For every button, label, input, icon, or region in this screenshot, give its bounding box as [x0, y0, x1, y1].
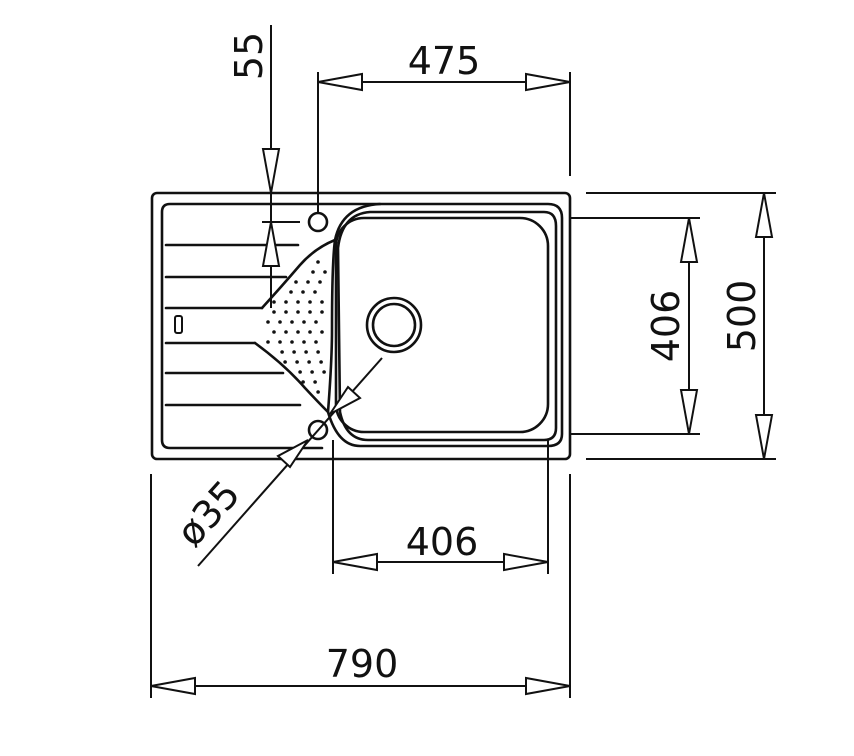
perforation-dot: [292, 350, 296, 354]
perforation-dot: [307, 360, 311, 364]
perforation-dot: [319, 360, 323, 364]
bowl-outer-rim: [326, 202, 564, 448]
perforation-dot: [272, 300, 276, 304]
perforation-dot: [272, 310, 276, 314]
perforation-dot: [301, 380, 305, 384]
bowl-floor: [334, 216, 550, 434]
arrowhead: [754, 414, 774, 460]
perforation-dot: [296, 310, 300, 314]
label-35-diameter: ø35: [168, 472, 249, 555]
perforation-dot: [278, 340, 282, 344]
perforation-dot: [278, 320, 282, 324]
bowl-inner-rim: [336, 210, 558, 442]
perforation-dot: [313, 380, 317, 384]
perforation-dot: [295, 360, 299, 364]
perforation-dot: [298, 370, 302, 374]
perforation-dot: [311, 270, 315, 274]
perforation-dot: [318, 280, 322, 284]
sink-body: [150, 191, 572, 461]
perforation-dot: [320, 300, 324, 304]
perforation-dot: [320, 330, 324, 334]
label-500: 500: [720, 280, 764, 353]
perforation-dot: [296, 300, 300, 304]
arrowhead: [679, 389, 699, 435]
perforation-dot: [290, 340, 294, 344]
strainer-perforations: [266, 260, 327, 394]
label-55: 55: [227, 32, 271, 80]
perforation-dot: [272, 330, 276, 334]
perforation-dot: [294, 280, 298, 284]
perforation-dot: [308, 330, 312, 334]
arrowhead: [525, 72, 571, 92]
drain-outer: [365, 296, 423, 354]
perforation-dot: [302, 340, 306, 344]
tap-hole-top: [307, 211, 329, 233]
perforation-dot: [310, 370, 314, 374]
perforation-dot: [289, 290, 293, 294]
perforation-dot: [284, 310, 288, 314]
perforation-dot: [266, 320, 270, 324]
arrowhead: [261, 148, 281, 194]
strainer-edge-top: [260, 238, 337, 310]
perforation-dot: [266, 340, 270, 344]
perforation-dot: [306, 280, 310, 284]
perforation-dot: [322, 370, 326, 374]
label-475: 475: [408, 39, 481, 83]
drainer-rim: [160, 202, 382, 450]
perforation-dot: [316, 350, 320, 354]
perforation-dot: [314, 340, 318, 344]
arrowhead: [679, 217, 699, 263]
sink-outer-rim: [150, 191, 572, 461]
perforation-dot: [283, 360, 287, 364]
dimension-labels: 475 790 406 500 406 55 ø35: [168, 32, 764, 686]
perforation-dot: [323, 270, 327, 274]
perforation-dot: [302, 320, 306, 324]
perforation-dot: [308, 310, 312, 314]
label-406-horizontal: 406: [406, 520, 479, 564]
perforation-dot: [316, 260, 320, 264]
perforation-dot: [320, 310, 324, 314]
perforation-dot: [308, 300, 312, 304]
perforation-dot: [284, 330, 288, 334]
perforation-dot: [280, 350, 284, 354]
label-790: 790: [326, 642, 399, 686]
arrowheads: [150, 72, 774, 696]
perforation-dot: [313, 290, 317, 294]
arrowhead: [525, 676, 571, 696]
arrowhead: [332, 552, 378, 572]
perforation-dot: [296, 330, 300, 334]
strainer-edge-bottom: [253, 341, 330, 414]
arrowhead: [276, 439, 309, 469]
arrowhead: [317, 72, 363, 92]
perforation-dot: [284, 300, 288, 304]
perforation-dot: [304, 350, 308, 354]
tap-hole-bottom: [307, 419, 329, 441]
drain-inner: [371, 302, 417, 348]
arrowhead: [261, 221, 281, 267]
dimension-lines: [151, 81, 765, 687]
label-406-vertical: 406: [644, 290, 688, 363]
overflow-slot: [174, 315, 183, 334]
arrowhead: [150, 676, 196, 696]
arrowhead: [754, 192, 774, 238]
arrowhead: [329, 385, 362, 415]
perforation-dot: [301, 290, 305, 294]
perforation-dot: [316, 390, 320, 394]
perforation-dot: [290, 320, 294, 324]
arrowhead: [503, 552, 549, 572]
perforation-dot: [314, 320, 318, 324]
